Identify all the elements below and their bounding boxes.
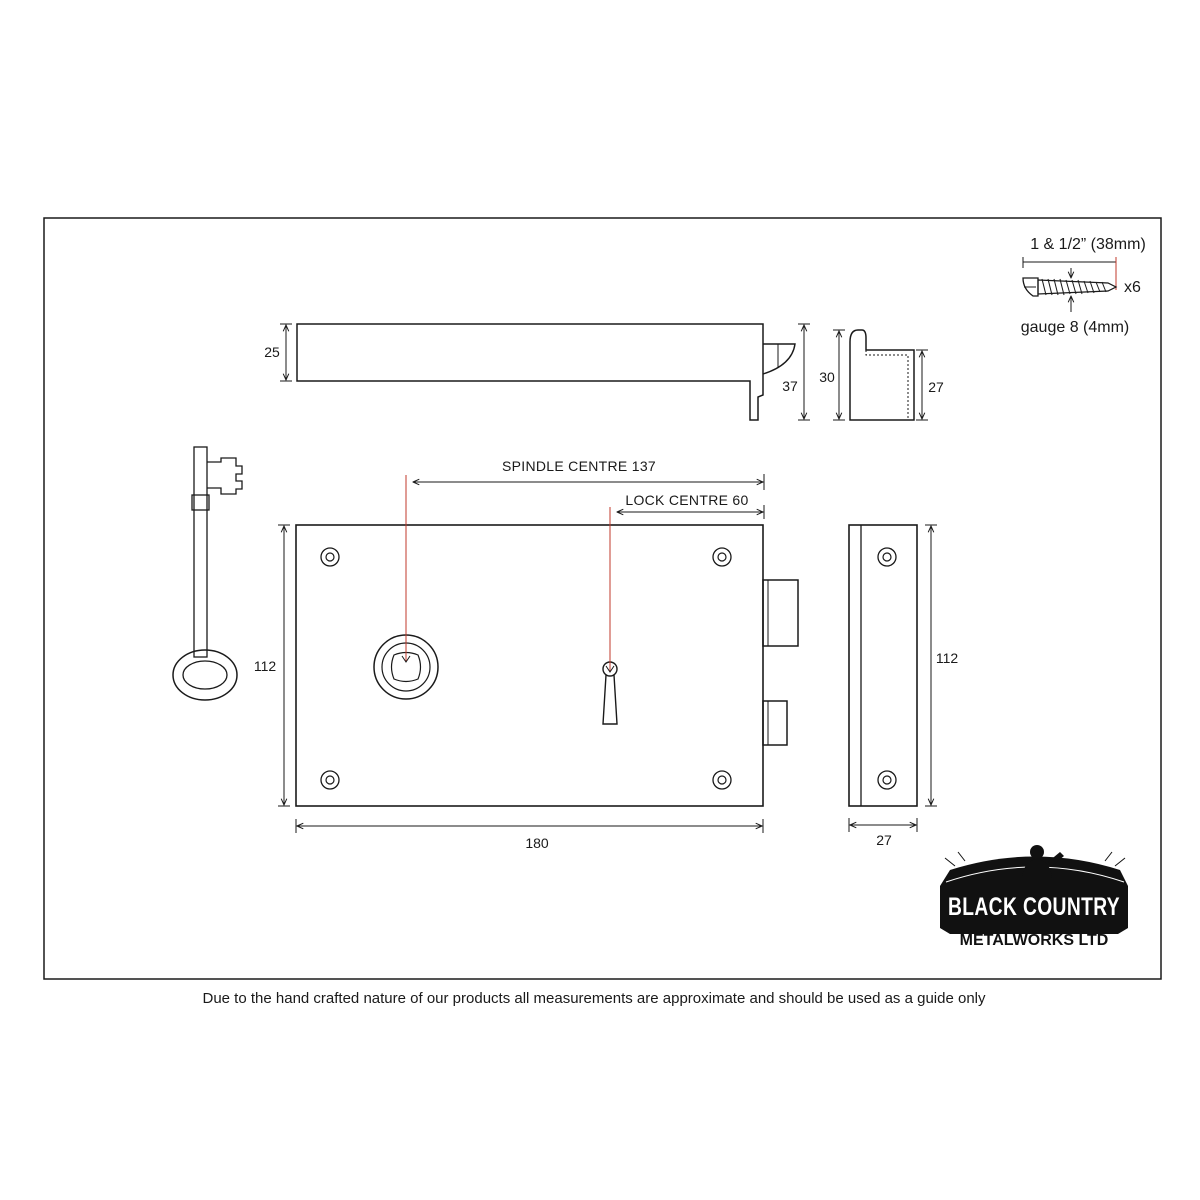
side-height-label: 25	[264, 344, 280, 360]
lock-centre-label: LOCK CENTRE 60	[625, 492, 748, 508]
lock-front-view: SPINDLE CENTRE 137 LOCK CENTRE 60 112 18…	[254, 458, 799, 851]
keep-side-view: 30 27	[819, 329, 944, 421]
screw-hole-icon	[712, 547, 732, 567]
spindle-centre-label: SPINDLE CENTRE 137	[502, 458, 656, 474]
screw-length-label: 1 & 1/2” (38mm)	[1030, 236, 1146, 253]
keep-depth-label: 27	[928, 379, 944, 395]
screw-gauge-label: gauge 8 (4mm)	[1021, 319, 1130, 336]
lock-side-view: 25 37	[264, 323, 810, 421]
logo-main-text: BLACK COUNTRY	[948, 893, 1120, 921]
screw-hole-icon	[320, 770, 340, 790]
logo-sub-text: METALWORKS LTD	[960, 932, 1109, 949]
screw-hole-icon	[877, 770, 897, 790]
screw-icon	[1022, 277, 1118, 297]
blacksmith-figure-icon	[1022, 845, 1064, 878]
drawing-frame	[43, 217, 1162, 980]
screw-hole-icon	[320, 547, 340, 567]
screw-quantity-label: x6	[1124, 279, 1141, 296]
lock-edge-view: 112 27	[848, 524, 959, 848]
key-icon	[172, 446, 243, 701]
disclaimer-text: Due to the hand crafted nature of our pr…	[202, 990, 986, 1007]
side-bolt-depth-label: 37	[782, 378, 798, 394]
edge-height-label: 112	[936, 650, 959, 666]
front-height-label: 112	[254, 658, 277, 674]
screw-hole-icon	[877, 547, 897, 567]
screw-diagram: 1 & 1/2” (38mm) x6 gauge 8 (4mm)	[1021, 236, 1146, 336]
keep-height-label: 30	[819, 369, 835, 385]
screw-hole-icon	[712, 770, 732, 790]
edge-width-label: 27	[876, 832, 892, 848]
front-width-label: 180	[525, 835, 549, 851]
black-country-logo: BLACK COUNTRY METALWORKS LTD	[940, 845, 1128, 949]
